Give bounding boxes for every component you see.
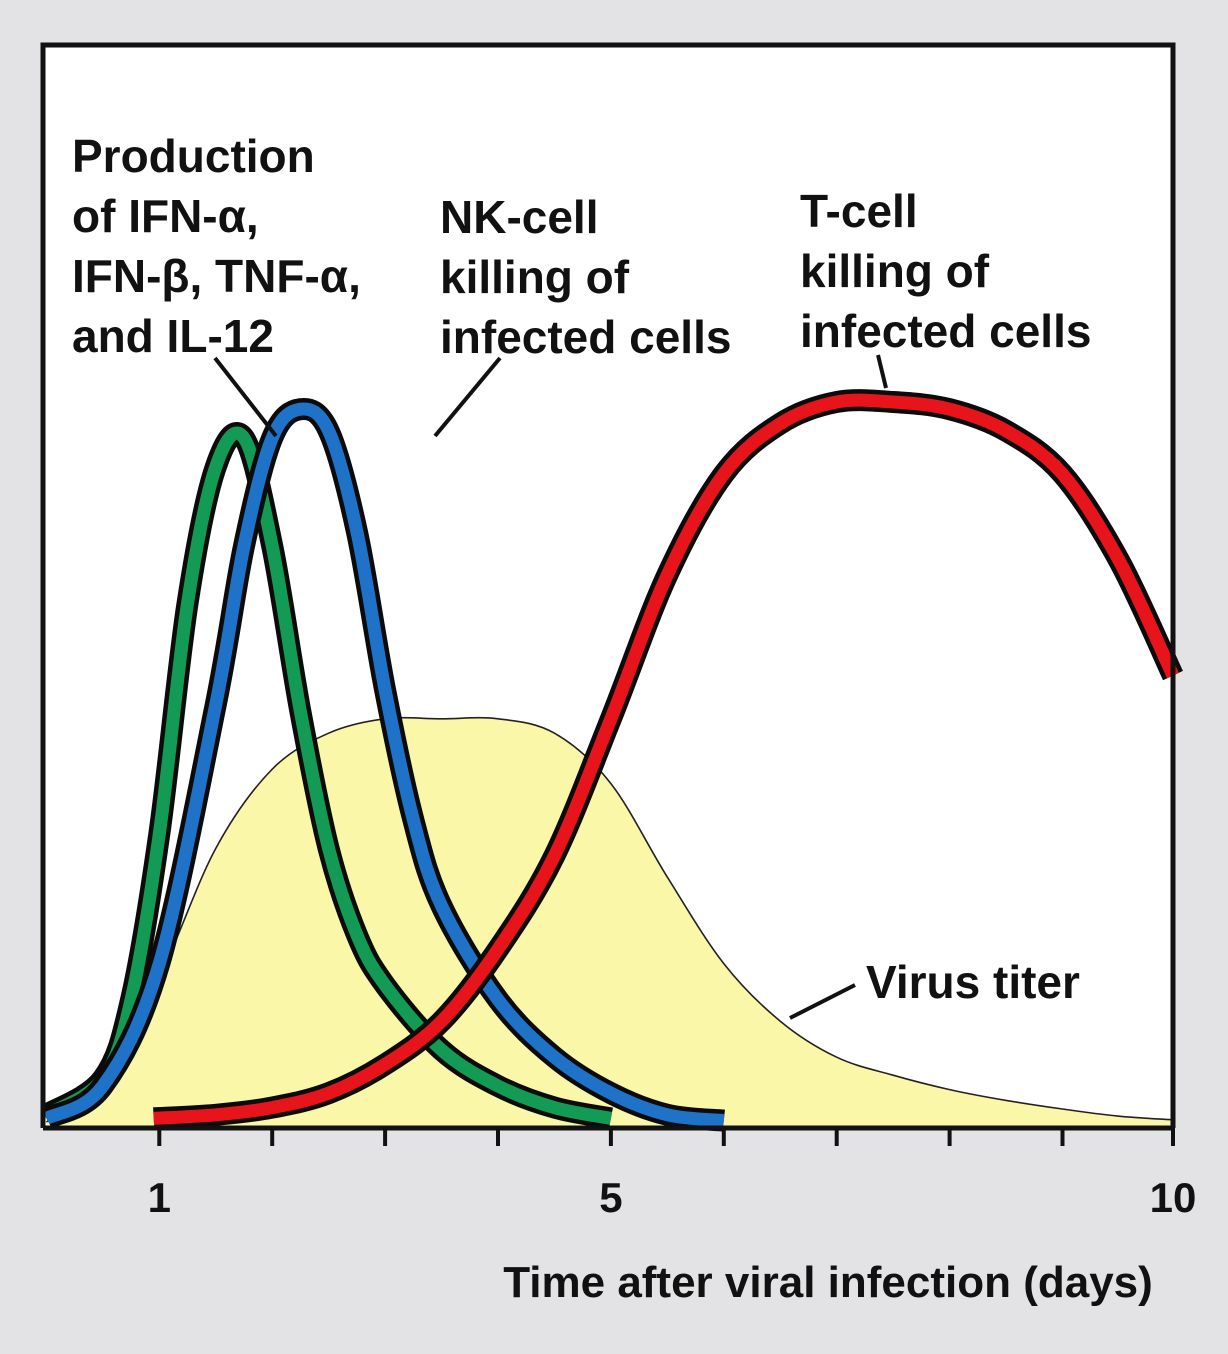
t-cell-killing-line (153, 393, 1179, 1125)
virus-titer-outline (45, 716, 1174, 1123)
leader-lines (213, 354, 888, 1020)
ifn-tnf-il-12-production-leader-line (213, 356, 278, 438)
plot-frame (40, 42, 1176, 1128)
virus-titer-leader-line (789, 983, 856, 1020)
nk-cell-killing-line (43, 402, 725, 1128)
x-axis-title: Time after viral infection (days) (503, 1258, 1153, 1307)
x-tick-label: 1 (148, 1174, 171, 1221)
series-layer (40, 389, 1183, 1132)
virus-titer-label: Virus titer (866, 956, 1080, 1008)
x-tick-label: 10 (1150, 1174, 1197, 1221)
ifn-tnf-il-12-production-line (42, 426, 613, 1125)
nk-cell-killing-leader-line (433, 356, 502, 438)
t-cell-killing-leader-line (876, 354, 888, 389)
x-tick-label: 5 (599, 1174, 622, 1221)
